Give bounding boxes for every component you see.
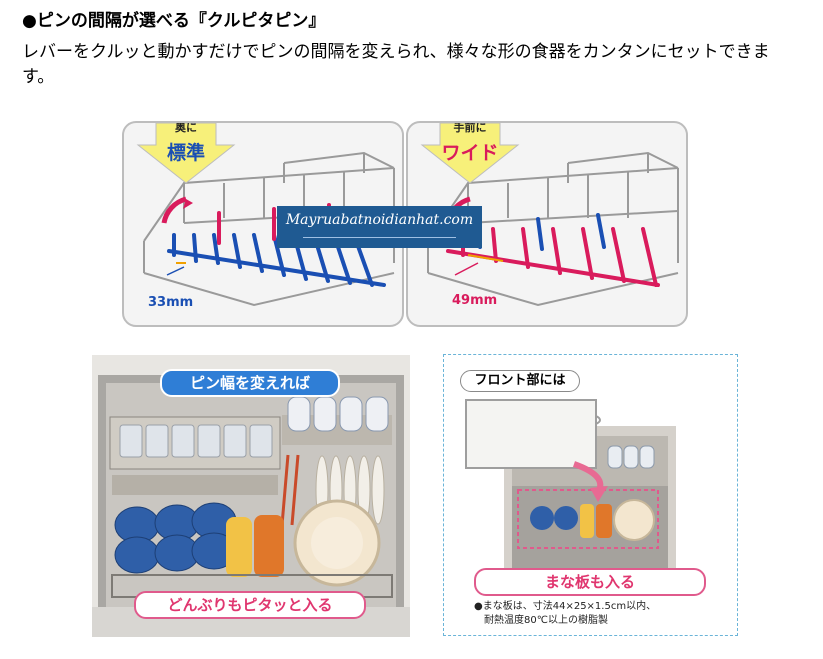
pin-spacing-wide: 49mm [452, 293, 498, 308]
arrow-mode-wide: ワイド [441, 142, 499, 164]
label-cutting-board-fit: まな板も入る [474, 568, 706, 596]
label-pin-width: ピン幅を変えれば [160, 369, 340, 397]
rack-illustration-wide: レバーを手前に ワイド 49mm [406, 121, 688, 327]
dishwasher-drawing-main [92, 355, 410, 637]
dishwasher-photo-main: ピン幅を変えれば どんぶりもピタッと入る [92, 355, 410, 637]
cutting-board-note-heat: 耐熱温度80℃以上の樹脂製 [484, 615, 608, 626]
pin-spacing-standard: 33mm [148, 295, 194, 310]
section-body: レバーをクルッと動かすだけでピンの間隔を変えられ、様々な形の食器をカンタンにセッ… [22, 42, 770, 87]
cutting-board-note-size: ●まな板は、寸法44×25×1.5cm以内、 [474, 601, 657, 612]
label-front-section: フロント部には [460, 370, 580, 392]
dishwasher-photo-front: フロント部には まな板も入る ●まな板は、寸法44×25×1.5cm以内、 耐熱… [448, 360, 733, 632]
front-section-frame [443, 354, 738, 636]
dishwasher-drawing-front [465, 399, 676, 576]
rack-drawing-wide [420, 123, 679, 307]
arrow-instruction-standard: レバーを奥に [175, 121, 197, 134]
label-donburi-fit: どんぶりもピタッと入る [134, 591, 366, 619]
arrow-instruction-wide: レバーを手前に [453, 121, 487, 134]
watermark: Mayruabatnoidianhat.com [277, 206, 482, 248]
arrow-mode-standard: 標準 [166, 142, 205, 164]
section-heading: ●ピンの間隔が選べる『クルピタピン』 [22, 11, 326, 31]
